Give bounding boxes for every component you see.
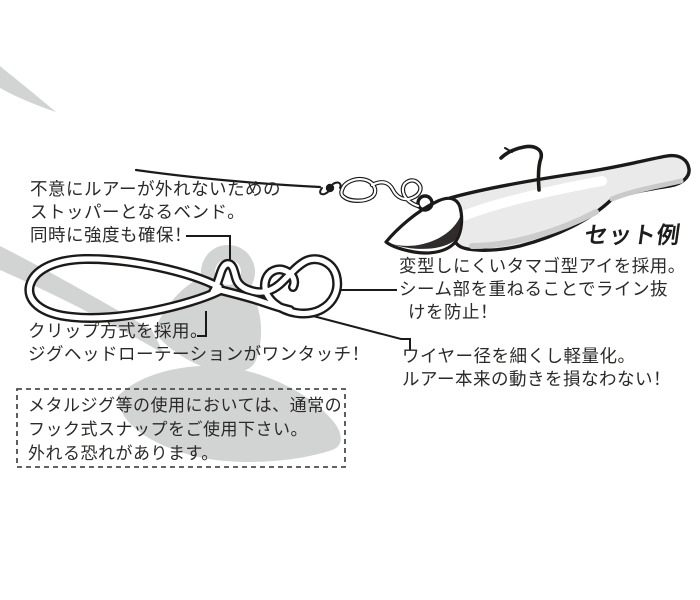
annotation-line: ルアー本来の動きを損なわない！ [402, 370, 671, 390]
callout-line-clip [197, 311, 207, 337]
annotation-bend: 不意にルアーが外れないための ストッパーとなるベンド。 同時に強度も確保！ [30, 179, 281, 248]
fishing-line [134, 168, 322, 189]
watermark-tail-spike [0, 66, 56, 112]
caution-box-border [16, 388, 346, 468]
line-knot [319, 181, 342, 196]
jig-head-base [392, 217, 461, 249]
caution-line: フック式スナップをご使用下さい。 [28, 420, 308, 440]
annotation-line: シーム部を重ねることでライン抜 [399, 280, 668, 300]
annotation-wire: ワイヤー径を細くし軽量化。 ルアー本来の動きを損なわない！ [402, 346, 671, 392]
caution-line: メタルジグ等の使用においては、通常の [28, 396, 343, 416]
jig-hook-icon [499, 144, 544, 192]
annotation-line: 変型しにくいタマゴ型アイを採用。 [399, 257, 686, 277]
lure-tail-shading [609, 178, 684, 202]
annotation-eye: 変型しにくいタマゴ型アイを採用。 シーム部を重ねることでライン抜 けを防止！ [399, 256, 686, 325]
annotation-line: 同時に強度も確保！ [30, 226, 192, 246]
small-snap-clip [341, 179, 420, 206]
lure-body-highlight [453, 176, 607, 223]
watermark-lure-silhouette [0, 66, 341, 462]
set-example-label: セット例 [582, 223, 683, 249]
annotation-clip: クリップ方式を採用。 ジグヘッドローテーションがワンタッチ！ [28, 321, 370, 367]
annotation-line: クリップ方式を採用。 [28, 322, 208, 342]
callout-lines [186, 235, 411, 350]
callout-line-bend [186, 235, 231, 261]
annotation-line: ストッパーとなるベンド。 [30, 203, 246, 223]
set-example-illustration [134, 144, 691, 255]
jighead-lure-illustration [384, 144, 691, 255]
callout-line-wire [247, 298, 411, 350]
jig-head [384, 196, 464, 255]
lure-belly-shading [469, 209, 599, 249]
watermark-body-swoosh [118, 365, 341, 462]
annotation-line: けを防止！ [408, 303, 498, 323]
annotation-line: 不意にルアーが外れないための [30, 180, 281, 200]
annotation-line: ジグヘッドローテーションがワンタッチ！ [28, 345, 370, 365]
jighead-eye-ring [416, 194, 434, 212]
annotation-line: ワイヤー径を細くし軽量化。 [402, 347, 636, 367]
caution-box: メタルジグ等の使用においては、通常の フック式スナップをご使用下さい。 外れる恐… [28, 394, 342, 466]
caution-line: 外れる恐れがあります。 [28, 444, 219, 464]
